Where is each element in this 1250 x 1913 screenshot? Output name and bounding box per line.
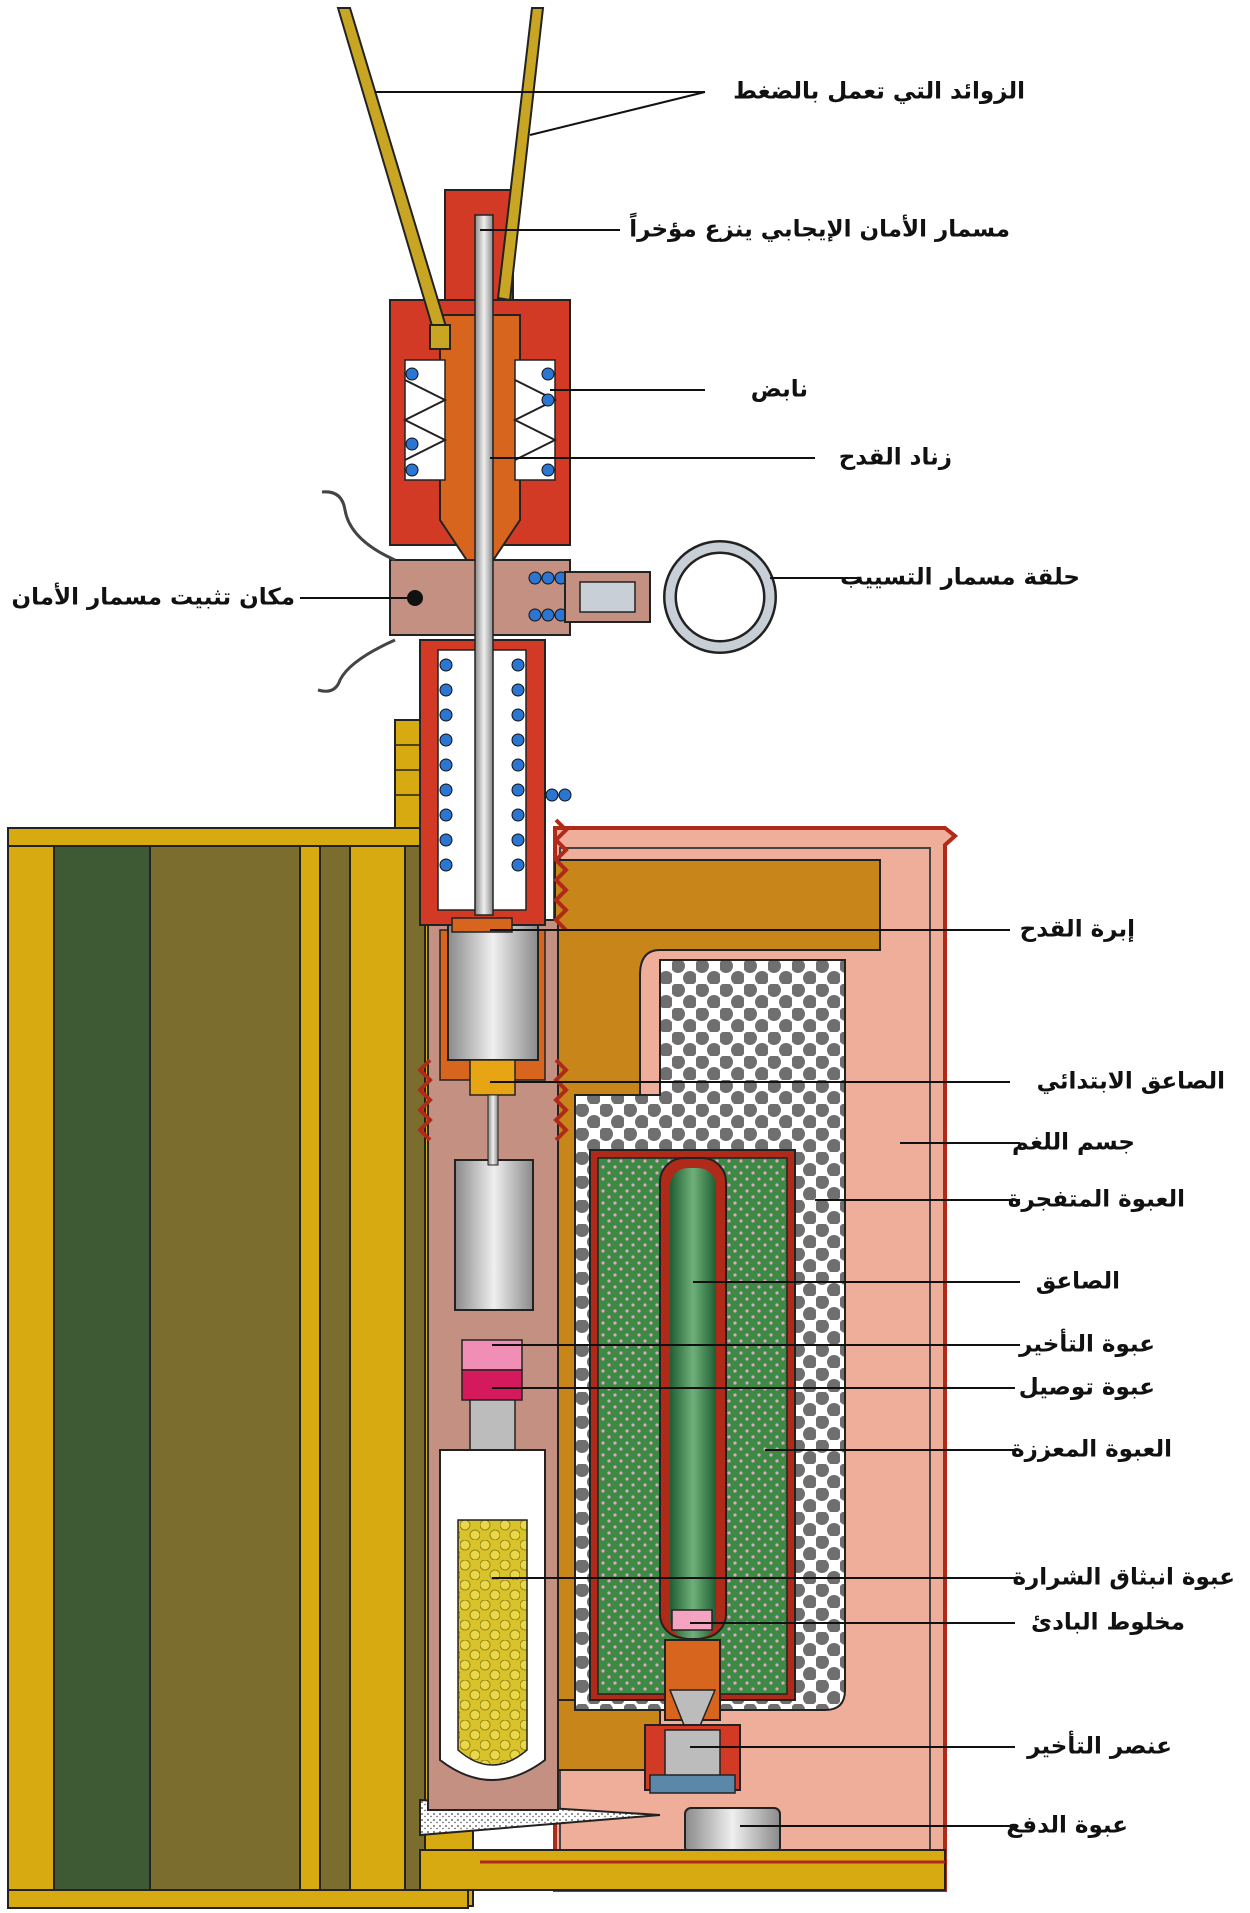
leader-lines (300, 91, 1020, 1827)
label-striker: زناد القدح (839, 445, 952, 471)
label-explosive-charge: العبوة المتفجرة (1008, 1187, 1185, 1213)
spring-coils (405, 367, 572, 872)
label-pressure-prongs: الزوائد التي تعمل بالضغط (733, 79, 1025, 105)
label-flash-charge: عبوة انبثاق الشرارة (1012, 1565, 1235, 1591)
pressure-prongs (336, 7, 545, 350)
label-relay-charge: عبوة توصيل (1019, 1375, 1155, 1401)
safety-pin-wire (321, 490, 396, 562)
label-spring: نابض (751, 377, 808, 403)
outer-housing (7, 719, 474, 1909)
fuze-well (417, 818, 569, 1811)
label-propellant-charge: عبوة الدفع (1006, 1813, 1128, 1839)
label-mine-body: جسم اللغم (1012, 1130, 1135, 1156)
label-delay-element: عنصر التأخير (1026, 1730, 1172, 1760)
booster-assembly (589, 1149, 796, 1794)
label-positive-safety-pin: مسمار الأمان الإيجابي ينزع مؤخراً (629, 212, 1010, 242)
label-firing-pin: إبرة القدح (1020, 917, 1135, 943)
label-delay-charge: عبوة التأخير (1018, 1328, 1155, 1358)
label-detonator: الصاعق (1036, 1269, 1120, 1295)
labels: الزوائد التي تعمل بالضغط مسمار الأمان ال… (11, 79, 1235, 1839)
label-trip-pin-ring: حلقة مسمار التسييب (840, 565, 1080, 591)
label-booster-charge: العبوة المعززة (1011, 1437, 1172, 1463)
trip-pin-ring-assembly (564, 540, 777, 654)
label-primer: الصاعق الابتدائي (1037, 1069, 1225, 1095)
label-igniter-mix: مخلوط البادئ (1031, 1610, 1185, 1636)
label-safety-pin-location: مكان تثبيت مسمار الأمان (11, 582, 295, 611)
safety-pin-wire-lower (317, 638, 396, 693)
